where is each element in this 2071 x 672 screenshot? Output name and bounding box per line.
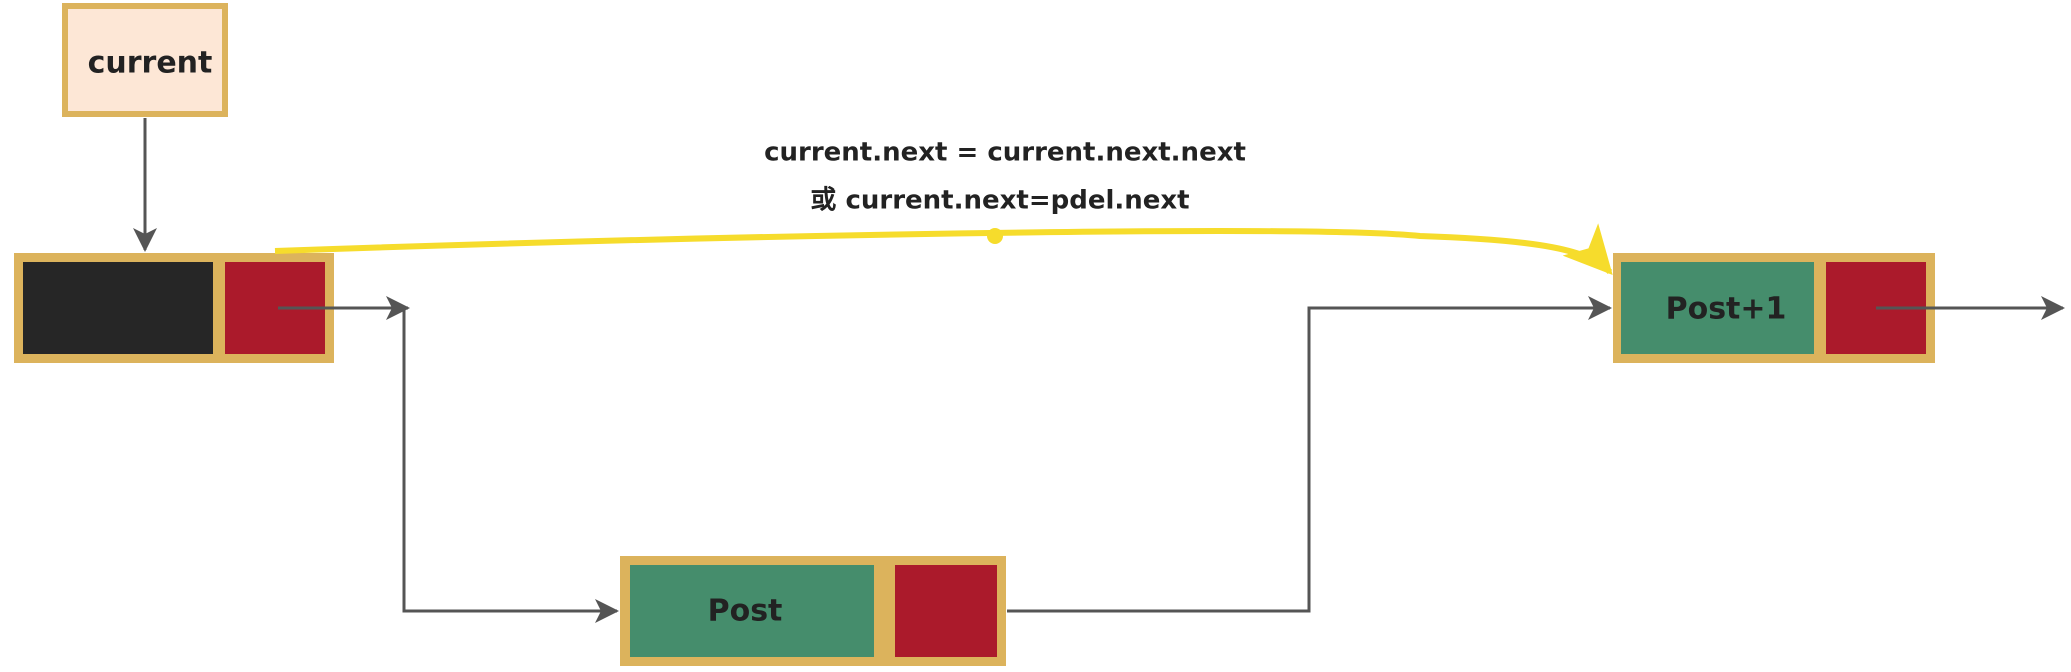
bypass-arrow xyxy=(274,223,1613,275)
current-pointer-rect xyxy=(62,3,228,117)
current-pointer-label: current xyxy=(88,46,213,81)
annotation-line-1: current.next = current.next.next xyxy=(764,138,1246,168)
head-node-data-cell xyxy=(23,262,213,354)
post-node: Post xyxy=(620,556,1006,666)
post-next-node-data-cell xyxy=(1621,262,1814,354)
annotation-line-2: 或 current.next=pdel.next xyxy=(810,186,1189,216)
post-node-label: Post xyxy=(708,594,783,629)
post-to-post-next-arrow xyxy=(1007,296,1612,613)
post-node-next-cell xyxy=(895,565,997,657)
head-to-post-arrow xyxy=(402,308,619,623)
post-node-data-cell xyxy=(630,565,874,657)
post-next-node-label: Post+1 xyxy=(1666,292,1787,327)
current-pointer-box: current xyxy=(62,3,228,117)
yellow-dot-icon xyxy=(987,228,1003,244)
